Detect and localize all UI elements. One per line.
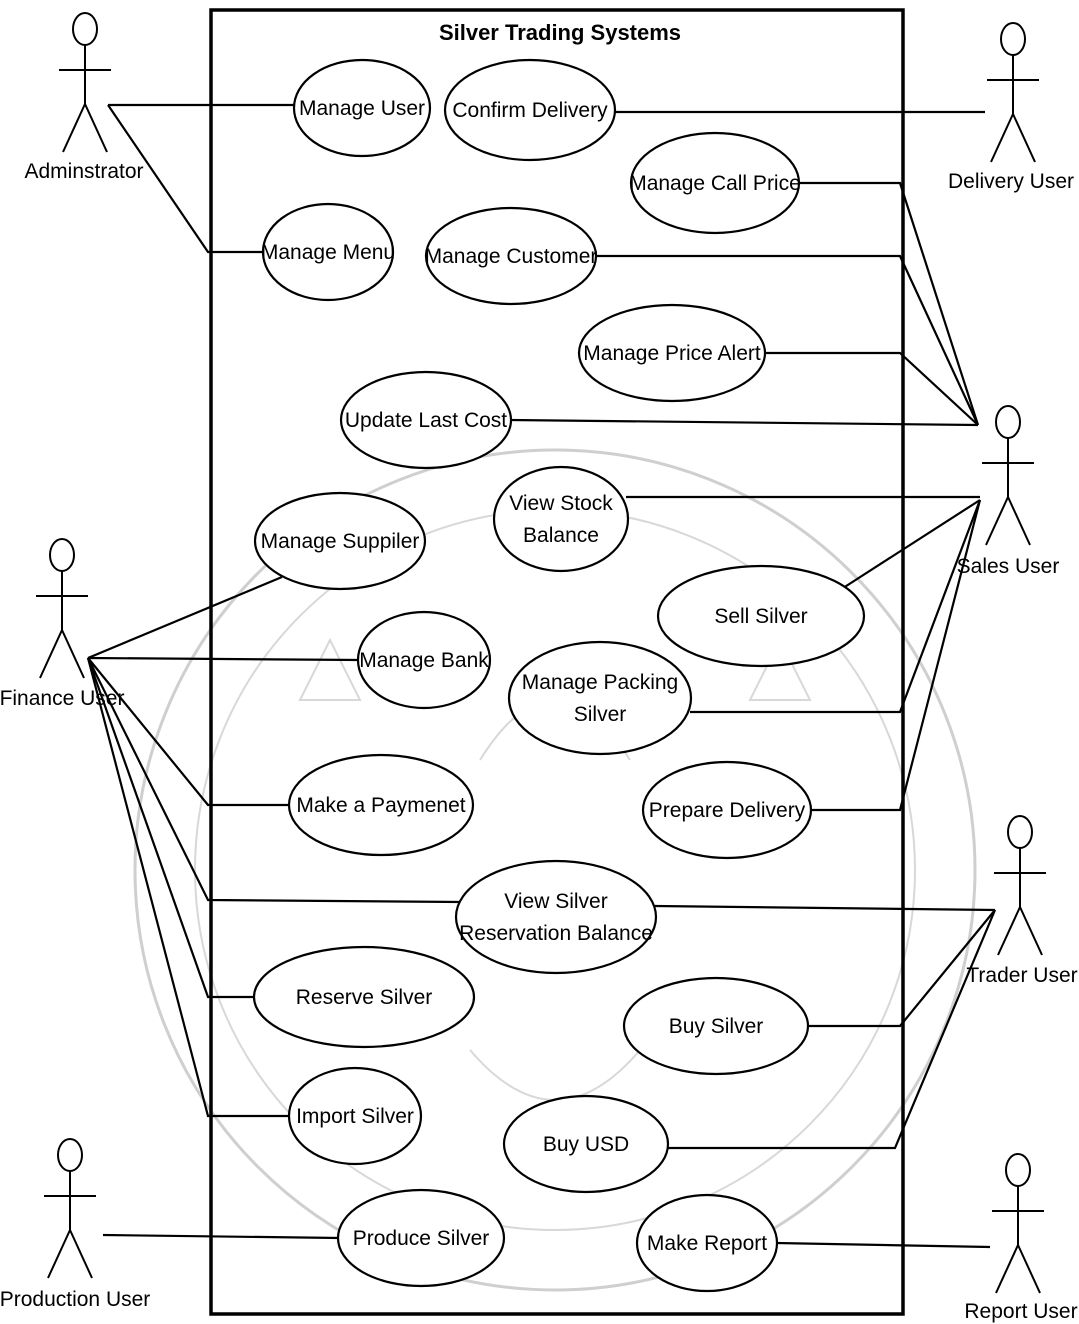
usecase-manage-menu: Manage Menu bbox=[261, 202, 395, 302]
usecase-label: Sell Silver bbox=[714, 605, 807, 628]
usecase-ellipse bbox=[635, 1193, 779, 1293]
actor-figure-icon bbox=[59, 12, 111, 153]
usecase-manage-customer: Manage Customer bbox=[424, 206, 598, 306]
usecase-import-silver: Import Silver bbox=[287, 1066, 423, 1166]
usecase-label: Manage Bank bbox=[359, 649, 489, 672]
usecase-label: Prepare Delivery bbox=[649, 799, 806, 822]
actor-administrator: Adminstrator bbox=[24, 12, 144, 183]
usecase-label: Produce Silver bbox=[353, 1227, 490, 1250]
actor-delivery: Delivery User bbox=[948, 22, 1074, 193]
actor-figure-icon bbox=[44, 1138, 96, 1279]
usecase-label: Buy USD bbox=[543, 1133, 629, 1156]
usecase-label: Manage Suppiler bbox=[261, 530, 420, 553]
usecase-ellipse bbox=[454, 859, 658, 975]
actor-report: Report User bbox=[964, 1153, 1078, 1323]
usecase-reserve-silver: Reserve Silver bbox=[252, 945, 476, 1049]
actor-label: Adminstrator bbox=[24, 160, 143, 183]
actor-figure-icon bbox=[982, 405, 1034, 546]
system-boundary bbox=[209, 8, 905, 1316]
usecase-confirm-delivery: Confirm Delivery bbox=[443, 58, 617, 162]
usecase-label: Manage Price Alert bbox=[583, 342, 761, 365]
usecase-label: View Stock bbox=[509, 492, 613, 515]
usecase-label: Make a Paymenet bbox=[296, 794, 465, 817]
usecase-produce-silver: Produce Silver bbox=[336, 1188, 506, 1288]
usecase-prepare-delivery: Prepare Delivery bbox=[641, 760, 813, 860]
association-lines bbox=[86, 103, 997, 1249]
usecase-manage-call-price: Manage Call Price bbox=[629, 131, 801, 235]
actor-label: Finance User bbox=[0, 687, 124, 710]
usecase-ellipse bbox=[292, 58, 432, 158]
usecase-sell-silver: Sell Silver bbox=[656, 564, 866, 668]
usecase-ellipse bbox=[507, 640, 693, 756]
usecase-label: Manage Call Price bbox=[629, 172, 801, 195]
usecase-ellipse bbox=[252, 945, 476, 1049]
actor-label: Report User bbox=[964, 1300, 1077, 1323]
usecase-ellipse bbox=[424, 206, 598, 306]
usecase-ellipse bbox=[641, 760, 813, 860]
usecase-label: Make Report bbox=[647, 1232, 767, 1255]
usecase-ellipse bbox=[253, 491, 427, 591]
usecase-manage-price-alert: Manage Price Alert bbox=[577, 303, 767, 403]
usecase-make-payment: Make a Paymenet bbox=[287, 753, 475, 857]
usecase-manage-bank: Manage Bank bbox=[356, 610, 492, 710]
usecase-ellipse bbox=[443, 58, 617, 162]
usecase-ellipse bbox=[261, 202, 395, 302]
actor-sales: Sales User bbox=[957, 405, 1060, 578]
usecase-manage-user: Manage User bbox=[292, 58, 432, 158]
usecase-ellipse bbox=[656, 564, 866, 668]
usecase-ellipse bbox=[339, 370, 513, 470]
usecase-ellipse bbox=[287, 753, 475, 857]
actor-label: Trader User bbox=[966, 964, 1077, 987]
usecase-ellipse bbox=[629, 131, 801, 235]
usecase-ellipse bbox=[577, 303, 767, 403]
usecase-buy-usd: Buy USD bbox=[502, 1094, 670, 1194]
usecase-label: Update Last Cost bbox=[345, 409, 507, 432]
usecase-label: Manage Customer bbox=[425, 245, 598, 268]
actor-figure-icon bbox=[994, 815, 1046, 956]
usecase-label: Import Silver bbox=[296, 1105, 414, 1128]
usecase-label: Reservation Balance bbox=[459, 922, 653, 945]
actor-finance: Finance User bbox=[0, 538, 124, 710]
usecase-label: View Silver bbox=[504, 890, 607, 913]
actor-label: Delivery User bbox=[948, 170, 1074, 193]
usecase-ellipse bbox=[492, 465, 630, 573]
actor-production: Production User bbox=[0, 1138, 150, 1311]
actor-label: Sales User bbox=[957, 555, 1060, 578]
usecase-ellipse bbox=[287, 1066, 423, 1166]
usecase-update-last-cost: Update Last Cost bbox=[339, 370, 513, 470]
actor-figure-icon bbox=[987, 22, 1039, 163]
usecase-label: Reserve Silver bbox=[296, 986, 433, 1009]
usecase-ellipse bbox=[502, 1094, 670, 1194]
usecase-ellipse bbox=[622, 976, 810, 1076]
actor-label: Production User bbox=[0, 1288, 150, 1311]
usecase-ellipse bbox=[356, 610, 492, 710]
actor-figure-icon bbox=[36, 538, 88, 679]
actor-figure-icon bbox=[992, 1153, 1044, 1294]
usecase-label: Balance bbox=[523, 524, 599, 547]
usecase-manage-suppiler: Manage Suppiler bbox=[253, 491, 427, 591]
usecase-label: Manage Packing bbox=[522, 671, 678, 694]
actor-trader: Trader User bbox=[966, 815, 1078, 987]
usecase-label: Manage User bbox=[299, 97, 425, 120]
usecase-make-report: Make Report bbox=[635, 1193, 779, 1293]
usecase-label: Confirm Delivery bbox=[452, 99, 608, 122]
usecase-buy-silver: Buy Silver bbox=[622, 976, 810, 1076]
system-title: Silver Trading Systems bbox=[439, 20, 681, 45]
usecase-label: Manage Menu bbox=[261, 241, 395, 264]
usecase-label: Silver bbox=[574, 703, 627, 726]
usecase-ellipse bbox=[336, 1188, 506, 1288]
usecase-label: Buy Silver bbox=[669, 1015, 764, 1038]
